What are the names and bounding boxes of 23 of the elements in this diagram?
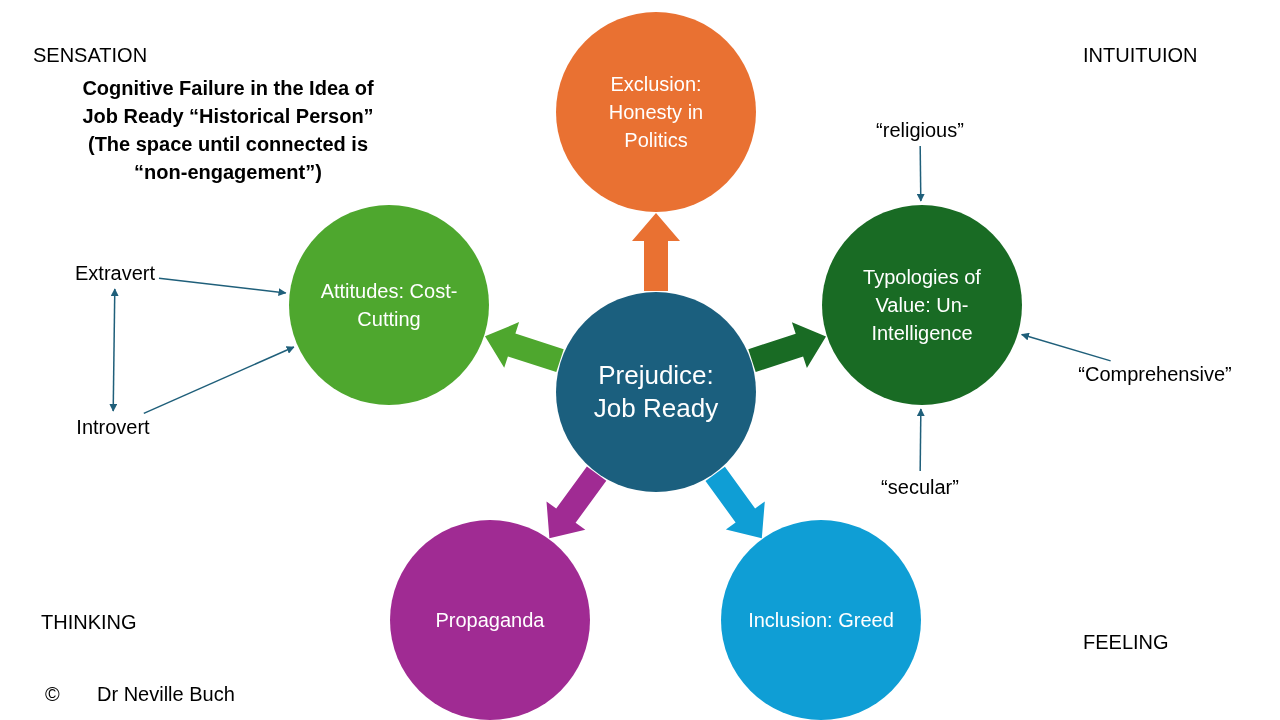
arrow — [916, 408, 925, 472]
label-text: FEELING — [1083, 630, 1169, 654]
block-arrow — [632, 213, 680, 291]
label-text: THINKING — [41, 610, 137, 634]
heading-text: Cognitive Failure in the Idea of Job Ready “Historical Person” (The space until connected is “non-engagement”) — [81, 76, 375, 185]
label-text: © — [45, 682, 60, 706]
arrow — [1020, 332, 1112, 362]
arrow — [109, 288, 119, 412]
label-text: SENSATION — [33, 43, 148, 67]
arrow — [158, 277, 287, 297]
block-arrow — [705, 466, 765, 539]
label-text: INTUITUION — [1083, 43, 1198, 67]
text-label: Introvert — [76, 415, 150, 439]
text-label: “Comprehensive” — [1078, 362, 1232, 386]
arrow — [143, 346, 295, 415]
text-label: “religious” — [876, 118, 964, 142]
text-label: “secular” — [881, 475, 959, 499]
arrow — [916, 145, 925, 202]
block-arrow — [546, 466, 607, 539]
text-label: Extravert — [75, 261, 155, 285]
block-arrow — [485, 322, 564, 373]
label-text: Dr Neville Buch — [97, 682, 235, 706]
block-arrow — [748, 322, 826, 372]
